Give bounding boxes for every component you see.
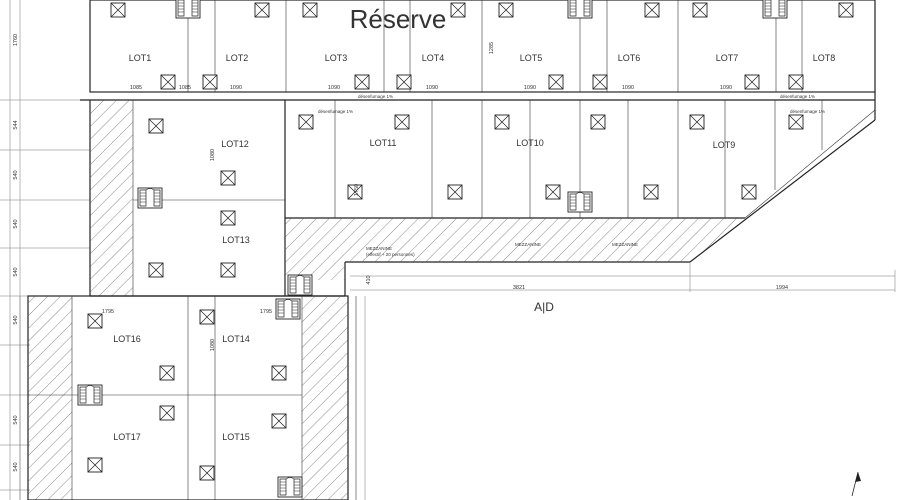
dim-mid-1795-a: 1795 <box>102 309 114 315</box>
access-label: A|D <box>534 300 554 314</box>
north-arrow-icon <box>851 471 861 497</box>
dim-mid-1795-b: 1795 <box>260 309 272 315</box>
note-desenfumage-3: désenfumage 1% <box>318 109 353 114</box>
dim-side-410: 410 <box>366 275 372 284</box>
dimension-labels: 1085 1085 1090 1090 1090 1090 1090 1090 … <box>13 34 788 472</box>
lot-label-5: LOT5 <box>520 53 543 63</box>
lot-label-12: LOT12 <box>221 139 249 149</box>
dim-top-1090-b: 1090 <box>328 85 340 91</box>
plan-notes: désenfumage 1% désenfumage 1% désenfumag… <box>318 94 825 257</box>
lot-label-4: LOT4 <box>422 53 445 63</box>
dim-left-540-d: 540 <box>13 315 19 324</box>
dim-mid-1750: 1750 <box>354 184 360 196</box>
dim-top-1090-e: 1090 <box>622 85 634 91</box>
dim-left-540-e: 540 <box>13 415 19 424</box>
dim-top-1090-c: 1090 <box>426 85 438 91</box>
lot-label-16: LOT16 <box>113 334 141 344</box>
lot-labels: LOT1 LOT2 LOT3 LOT4 LOT5 LOT6 LOT7 LOT8 … <box>113 53 835 442</box>
reserve-stamp: Réserve <box>350 4 447 34</box>
dim-top-1090-f: 1090 <box>720 85 732 91</box>
lot-label-15: LOT15 <box>222 432 250 442</box>
dim-bottom-3821: 3821 <box>513 285 525 291</box>
dim-left-540-a: 540 <box>13 170 19 179</box>
dim-mid-1080-a: 1080 <box>210 149 216 161</box>
dim-left-540-b: 540 <box>13 219 19 228</box>
lot-label-13: LOT13 <box>222 235 250 245</box>
lot-label-3: LOT3 <box>325 53 348 63</box>
note-mezzanine-3: MEZZANINE <box>612 242 638 247</box>
dim-left-540-f: 540 <box>13 462 19 471</box>
lot-label-17: LOT17 <box>113 432 141 442</box>
lot-label-11: LOT11 <box>370 138 397 148</box>
note-desenfumage-4: désenfumage 1% <box>790 109 825 114</box>
note-mezzanine-2: MEZZANINE <box>515 242 541 247</box>
lot-label-7: LOT7 <box>716 53 739 63</box>
note-desenfumage-1: désenfumage 1% <box>358 94 393 99</box>
dim-bottom-1994: 1994 <box>776 285 788 291</box>
dim-mid-1285: 1285 <box>489 42 495 54</box>
note-desenfumage-2: désenfumage 1% <box>780 94 815 99</box>
lot-label-10: LOT10 <box>516 138 544 148</box>
dim-left-1760: 1760 <box>13 34 19 46</box>
dim-left-540-c: 540 <box>13 267 19 276</box>
dim-left-544: 544 <box>13 120 19 129</box>
lot-label-14: LOT14 <box>222 334 250 344</box>
dim-mid-1080-b: 1080 <box>210 339 216 351</box>
lot-label-1: LOT1 <box>129 53 152 63</box>
lot-label-2: LOT2 <box>226 53 249 63</box>
note-mezzanine-sub: (effectif + 20 personnes) <box>366 252 415 257</box>
bottom-left-building <box>19 295 366 500</box>
note-mezzanine-1: MEZZANINE <box>366 246 392 251</box>
middle-row-building <box>89 92 896 297</box>
dim-top-1090-a: 1090 <box>230 85 242 91</box>
dim-top-1085-b: 1085 <box>179 85 191 91</box>
dim-top-1085-a: 1085 <box>130 85 142 91</box>
lot-label-6: LOT6 <box>618 53 641 63</box>
lot-label-8: LOT8 <box>813 53 836 63</box>
lot-label-9: LOT9 <box>713 140 736 150</box>
dim-top-1090-d: 1090 <box>524 85 536 91</box>
